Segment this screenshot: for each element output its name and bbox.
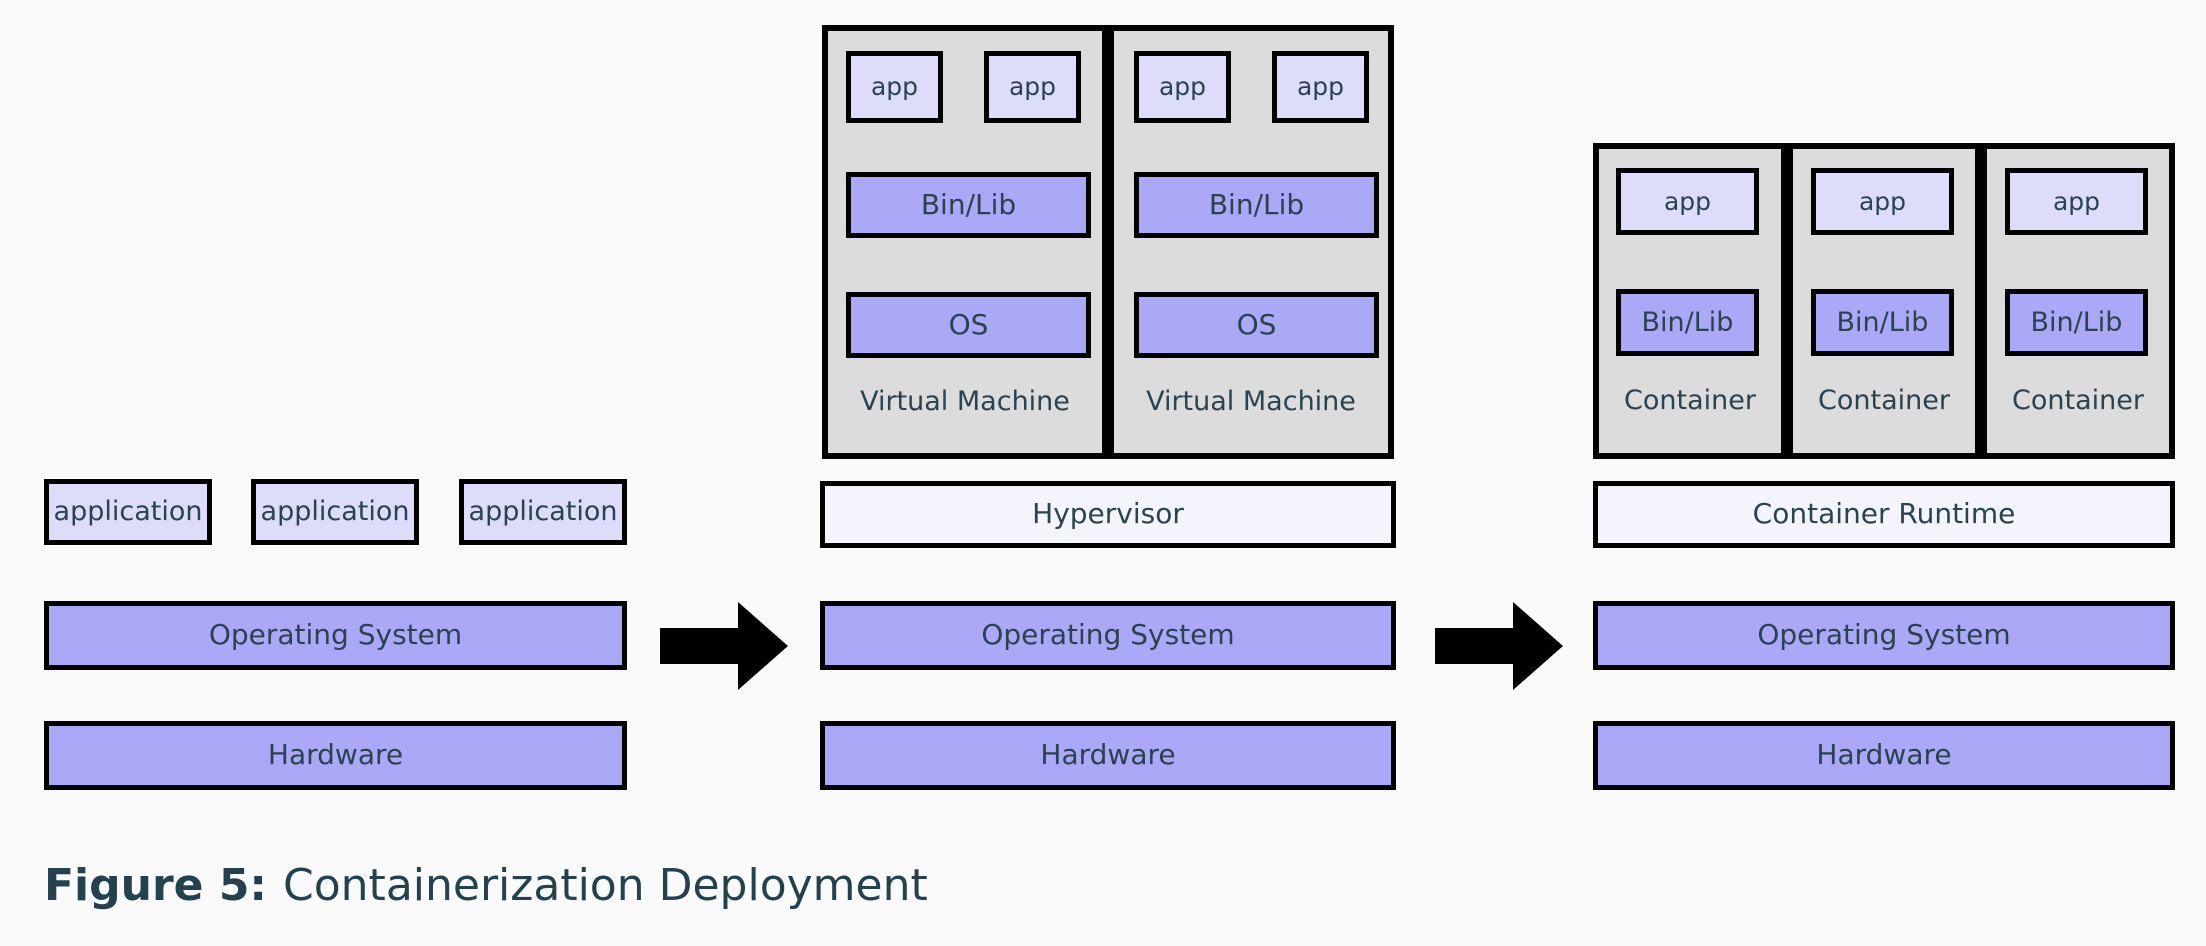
app-box: app [1272,51,1369,123]
app-box: app [2005,168,2148,235]
container-caption: Container [2012,385,2144,416]
application-box: application [251,479,419,545]
os-label: OS [1236,307,1277,341]
binlib-box: Bin/Lib [2005,289,2148,356]
binlib-label: Bin/Lib [1641,306,1734,338]
container-group: app Bin/Lib Container [1981,143,2175,459]
arrow-right-icon [1435,602,1563,690]
hardware-label: Hardware [1040,738,1176,772]
hardware-bar: Hardware [820,721,1396,790]
hardware-label: Hardware [1816,738,1952,772]
binlib-box: Bin/Lib [1811,289,1954,356]
operating-system-label: Operating System [1757,618,2011,652]
container-caption: Container [1624,385,1756,416]
container-group: app Bin/Lib Container [1593,143,1787,459]
virtual-machine-caption: Virtual Machine [860,386,1070,417]
operating-system-bar: Operating System [820,601,1396,670]
app-label: app [1296,72,1345,102]
application-box: application [459,479,627,545]
app-box: app [984,51,1081,123]
hypervisor-label: Hypervisor [1032,497,1184,531]
os-label: OS [948,307,989,341]
container-group: app Bin/Lib Container [1787,143,1981,459]
hardware-bar: Hardware [1593,721,2175,790]
os-box: OS [846,292,1091,358]
application-box: application [44,479,212,545]
app-label: app [2052,186,2101,216]
figure-caption: Figure 5: Containerization Deployment [44,860,928,911]
app-box: app [1616,168,1759,235]
binlib-label: Bin/Lib [1208,187,1305,221]
hardware-bar: Hardware [44,721,627,790]
arrow-virtualized-to-containerized [1435,602,1563,690]
virtual-machine-caption: Virtual Machine [1146,386,1356,417]
app-label: app [1158,72,1207,102]
operating-system-label: Operating System [981,618,1235,652]
operating-system-bar: Operating System [44,601,627,670]
app-label: app [870,72,919,102]
app-label: app [1008,72,1057,102]
app-box: app [1811,168,1954,235]
container-runtime-label: Container Runtime [1752,497,2016,531]
binlib-label: Bin/Lib [1836,306,1929,338]
binlib-box: Bin/Lib [846,172,1091,238]
app-box: app [846,51,943,123]
binlib-label: Bin/Lib [2030,306,2123,338]
operating-system-label: Operating System [208,618,463,652]
operating-system-bar: Operating System [1593,601,2175,670]
figure-number-label: Figure 5: [44,860,268,911]
virtual-machine-group: app app Bin/Lib OS Virtual Machine [822,25,1108,459]
binlib-box: Bin/Lib [1616,289,1759,356]
application-label: application [260,496,410,528]
hardware-label: Hardware [267,738,404,772]
app-label: app [1858,186,1907,216]
binlib-label: Bin/Lib [920,187,1017,221]
application-label: application [53,496,203,528]
os-box: OS [1134,292,1379,358]
arrow-traditional-to-virtualized [660,602,788,690]
app-box: app [1134,51,1231,123]
arrow-right-icon [660,602,788,690]
virtual-machine-group: app app Bin/Lib OS Virtual Machine [1108,25,1394,459]
hypervisor-bar: Hypervisor [820,481,1396,548]
app-label: app [1663,186,1712,216]
container-caption: Container [1818,385,1950,416]
figure-title: Containerization Deployment [283,860,928,911]
application-label: application [468,496,618,528]
container-runtime-bar: Container Runtime [1593,481,2175,548]
binlib-box: Bin/Lib [1134,172,1379,238]
